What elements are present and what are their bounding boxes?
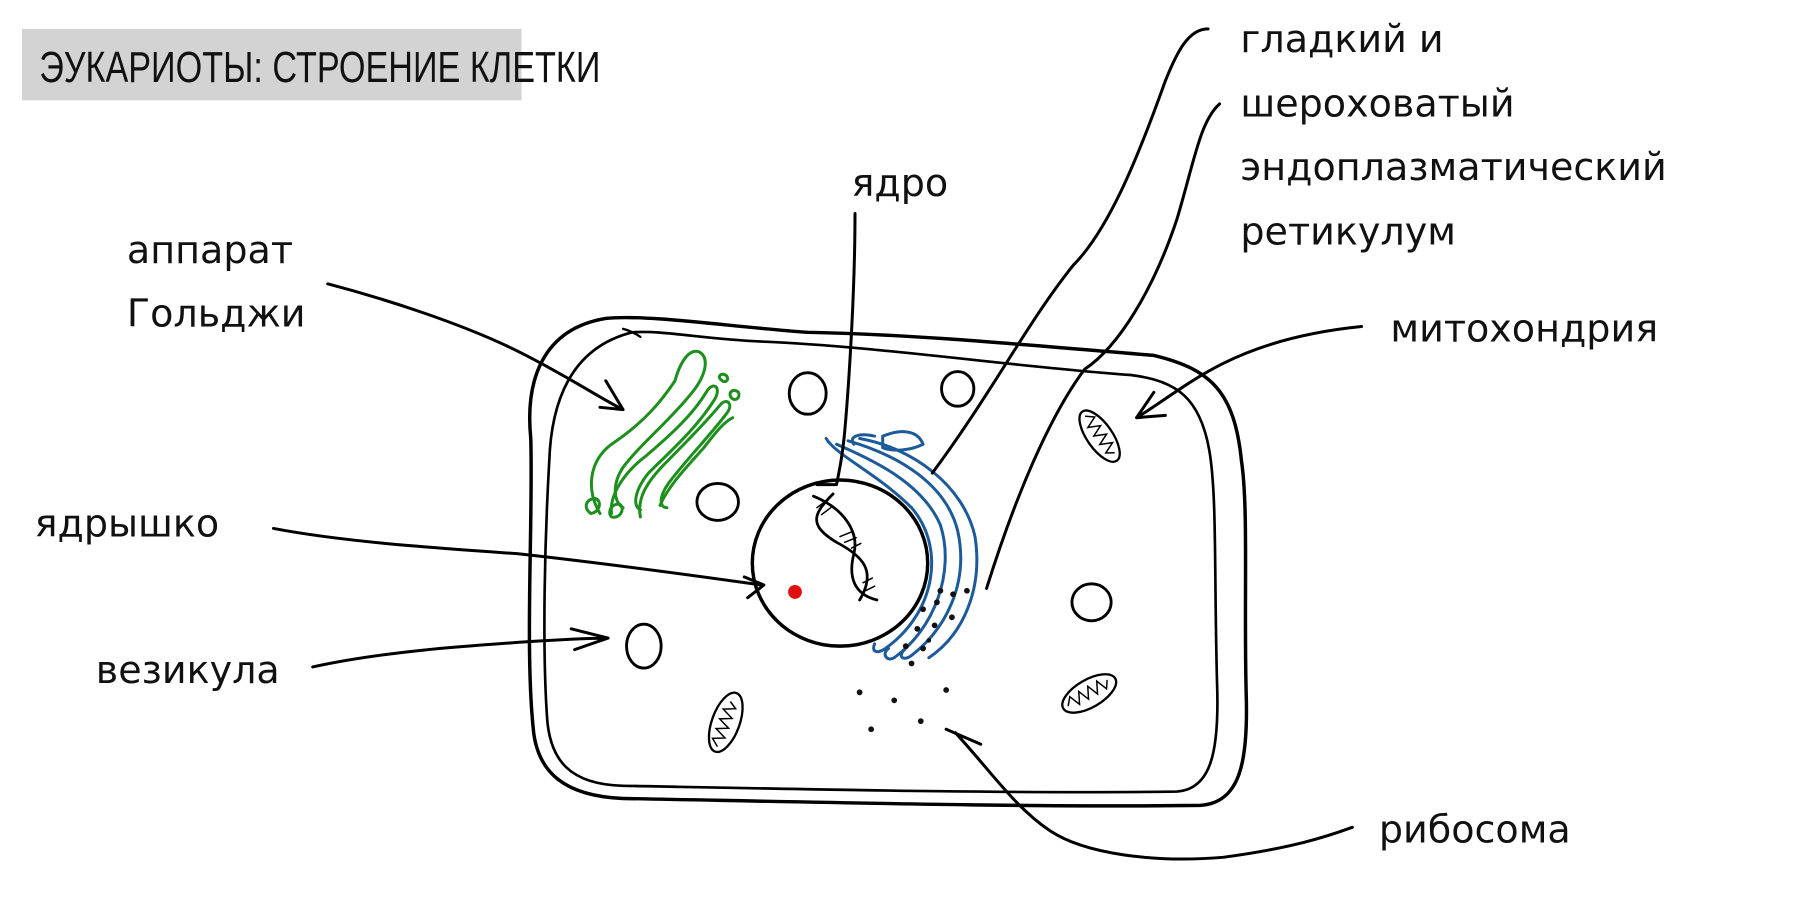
label-vesicle: везикула [96,648,280,692]
pointer-lines [271,27,1364,861]
mitochondrion [1061,673,1118,714]
vesicle [940,370,976,408]
label-golgi-line2: Гольджи [127,292,306,336]
label-er-line2: шероховатый [1240,82,1514,126]
title-background [21,28,522,101]
label-golgi-line1: аппарат [127,228,293,272]
dna-strand [815,492,869,602]
labels: аппарат Гольджи ядрышко везикула ядро гл… [35,17,1667,851]
label-mitochondrion: митохондрия [1390,307,1658,351]
vesicles [625,370,1113,670]
mitochondria [707,409,1121,754]
label-er-line1: гладкий и [1240,17,1443,61]
label-ribosome: рибосома [1379,807,1571,851]
golgi-apparatus [584,349,741,519]
vesicle [1070,582,1113,623]
cell-wall-outer [527,315,1249,808]
membrane-mark [621,327,642,339]
vesicle [625,622,663,670]
label-nucleolus: ядрышко [35,502,220,546]
page-title: ЭУКАРИОТЫ: СТРОЕНИЕ КЛЕТКИ [39,43,600,92]
mitochondrion-pointer [1135,325,1364,420]
label-er-line4: ретикулум [1240,210,1456,254]
nuclear-envelope [750,478,930,648]
label-er-line3: эндоплазматический [1240,145,1666,189]
nucleus [750,478,930,648]
vesicle [787,371,828,416]
ribosomes [856,587,970,733]
dna-rungs [816,500,876,592]
label-nucleus: ядро [852,161,949,205]
title-banner: ЭУКАРИОТЫ: СТРОЕНИЕ КЛЕТКИ [21,28,600,101]
golgi-pointer [326,282,625,412]
cell-membrane-inner [543,330,1219,794]
vesicle-pointer [311,627,610,669]
endoplasmic-reticulum [824,430,979,661]
ribosome-pointer [944,727,1354,861]
rough-er-pointer [985,102,1222,590]
nucleolus-pointer [271,526,766,600]
smooth-er-pointer [930,27,1210,475]
mitochondrion [707,691,744,754]
nucleus-pointer [815,211,857,487]
mitochondrion [1078,409,1121,463]
nucleolus [788,585,802,599]
vesicle [695,482,740,522]
